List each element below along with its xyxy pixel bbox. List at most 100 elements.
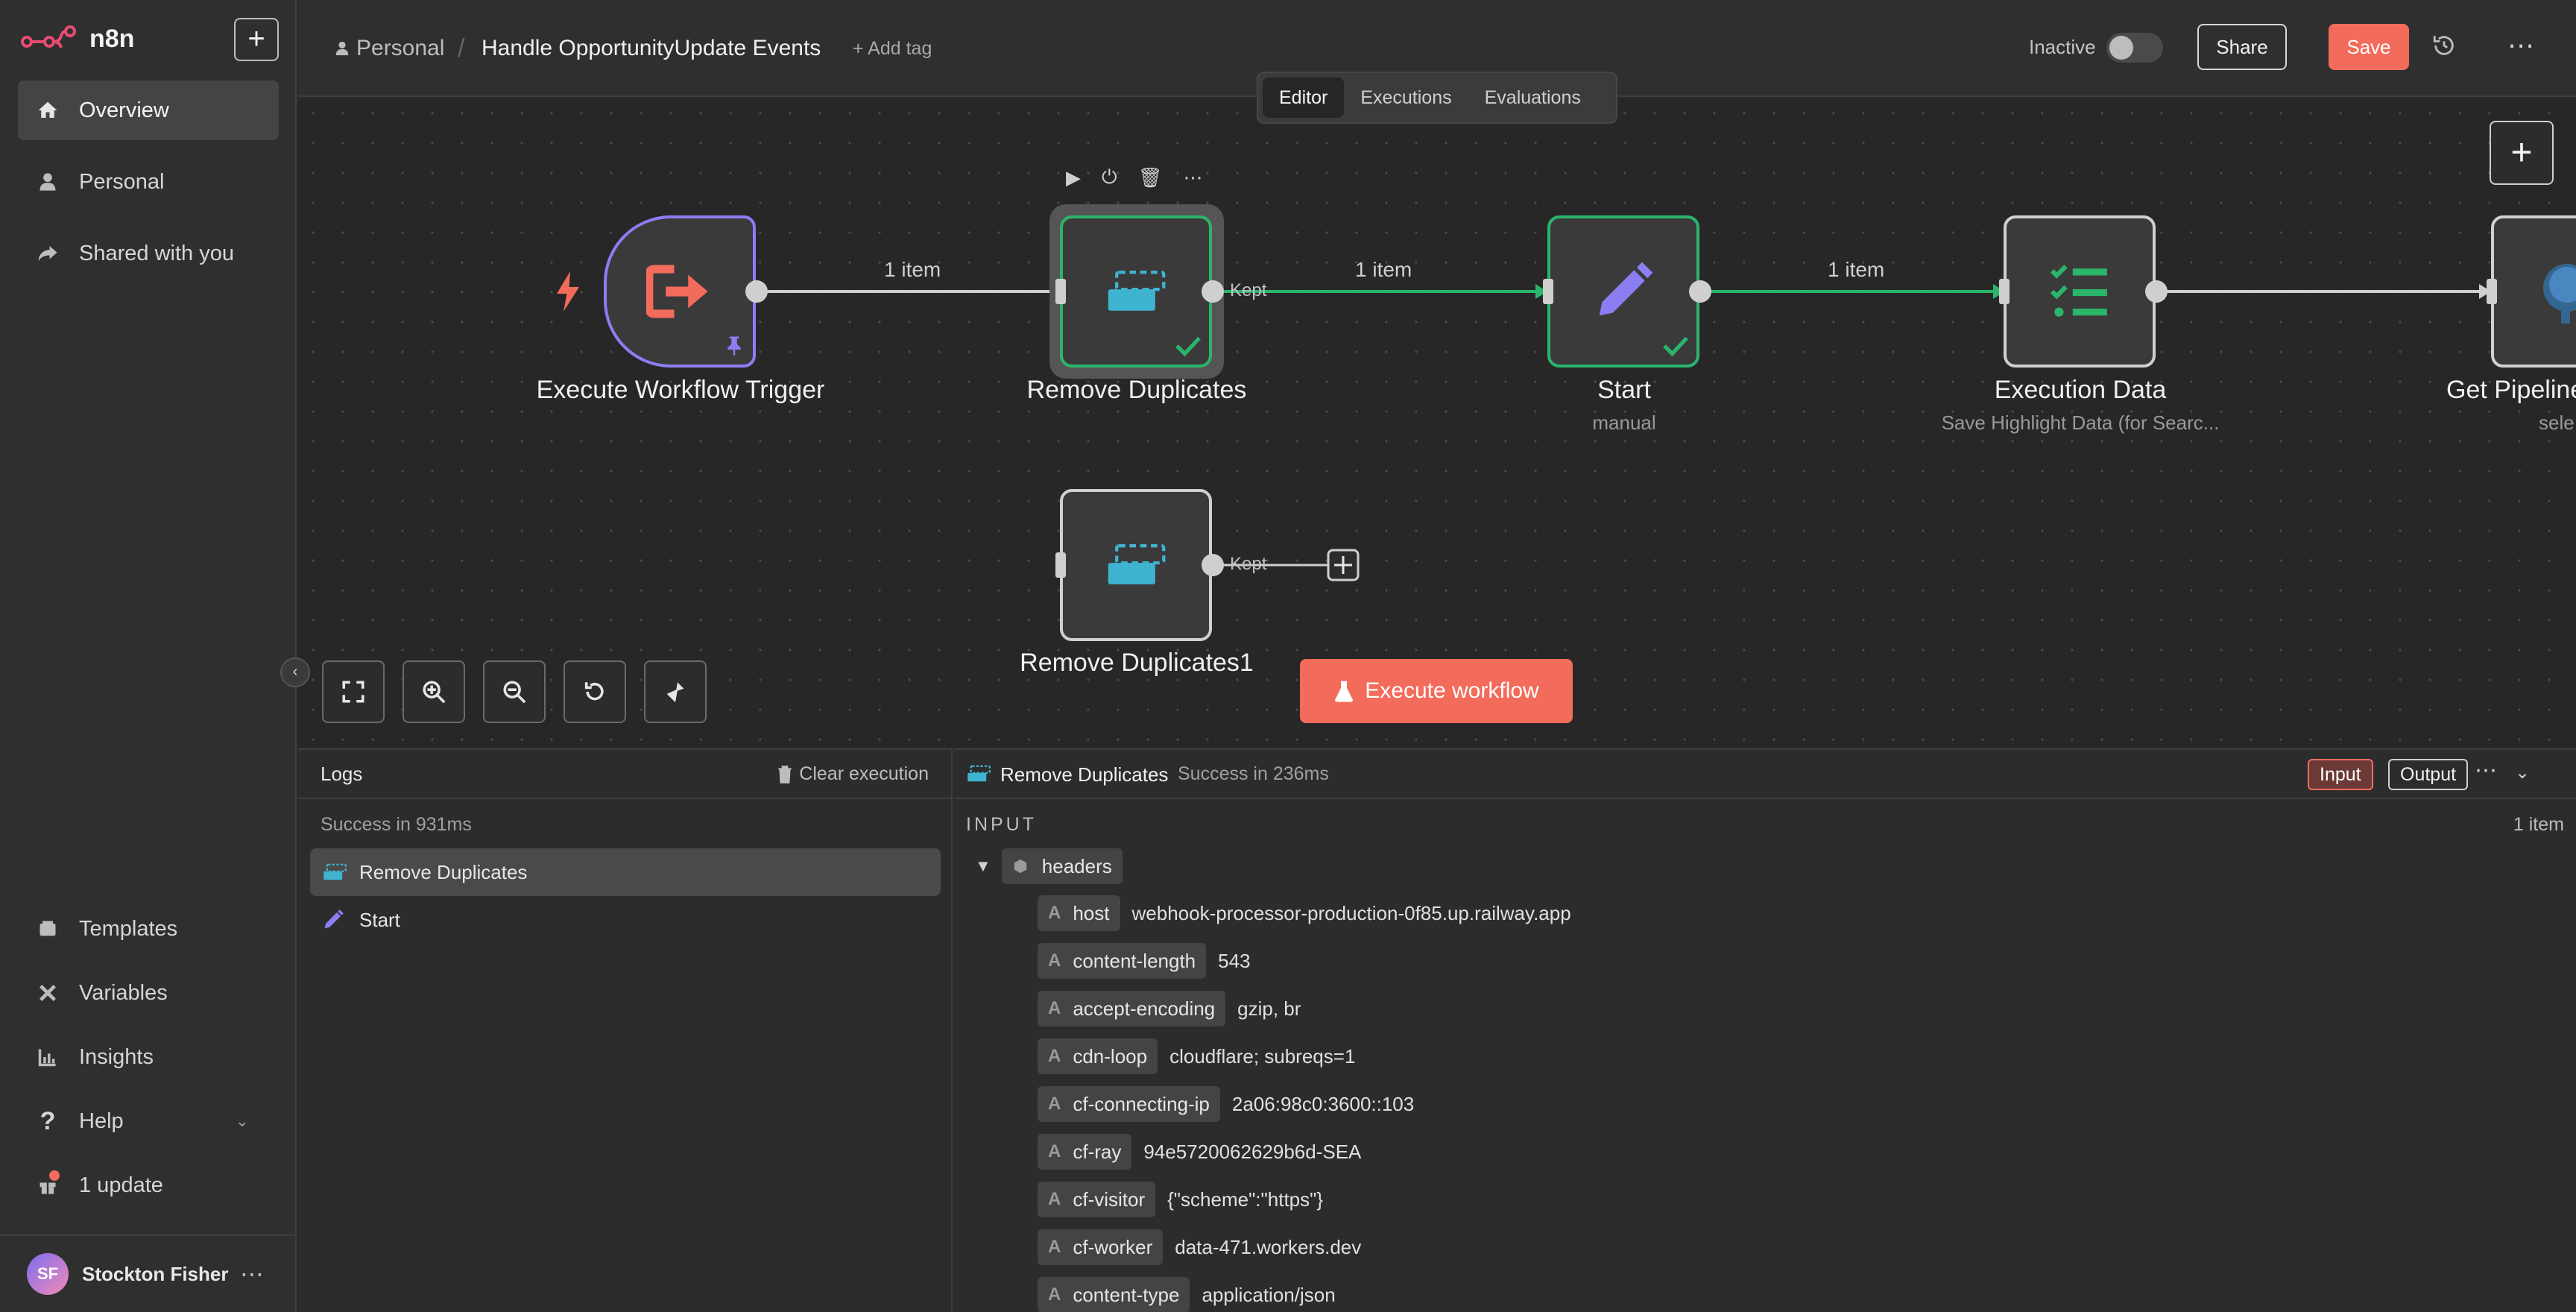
logs-header: Logs xyxy=(298,750,951,799)
sidebar-item-personal[interactable]: Personal xyxy=(18,152,279,212)
active-toggle[interactable] xyxy=(2106,33,2163,63)
node-label: Execution Data xyxy=(1994,376,2167,404)
output-port[interactable] xyxy=(2145,280,2168,303)
add-node-button[interactable]: + xyxy=(2490,121,2554,185)
field-value: 543 xyxy=(1218,949,1251,972)
clear-execution-button[interactable]: Clear execution xyxy=(777,763,929,785)
input-port[interactable] xyxy=(1543,279,1553,304)
input-port[interactable] xyxy=(1055,279,1066,304)
toggle-knob xyxy=(2109,36,2133,60)
dedupe-icon xyxy=(1108,271,1166,311)
workflow-title[interactable]: Handle OpportunityUpdate Events xyxy=(482,36,821,60)
chevron-down-icon[interactable]: ▼ xyxy=(975,857,991,875)
detail-header: Remove Duplicates Success in 236ms Input… xyxy=(954,750,2576,799)
history-icon[interactable] xyxy=(2431,33,2457,58)
node-subtitle: manual xyxy=(1592,411,1656,434)
tidy-up-button[interactable] xyxy=(644,660,707,723)
input-port[interactable] xyxy=(1999,279,2010,304)
flask-icon xyxy=(1335,681,1354,702)
fit-view-button[interactable] xyxy=(322,660,385,723)
add-tag-button[interactable]: + Add tag xyxy=(853,37,932,59)
node-remove-duplicates[interactable] xyxy=(1060,215,1212,368)
variables-icon xyxy=(34,980,61,1006)
sidebar-item-overview[interactable]: Overview xyxy=(18,81,279,140)
tab-evaluations[interactable]: Evaluations xyxy=(1484,87,1581,108)
string-type-icon: A xyxy=(1048,1141,1061,1161)
node-remove-duplicates1[interactable] xyxy=(1060,489,1212,641)
input-port[interactable] xyxy=(1055,552,1066,578)
node-label: Get Pipeline xyxy=(2446,376,2576,404)
tab-editor[interactable]: Editor xyxy=(1263,78,1345,118)
field-key: host xyxy=(1073,901,1110,924)
share-button[interactable]: Share xyxy=(2197,24,2287,70)
sidebar-item-help[interactable]: ? Help ⌄ xyxy=(18,1091,279,1151)
zoom-out-button[interactable] xyxy=(483,660,546,723)
breadcrumb-separator: / xyxy=(458,34,465,63)
workflow-canvas[interactable]: + Execute Workflow Trigger 1 item ▶ ⏻ 🗑 … xyxy=(298,98,2576,747)
trash-icon[interactable]: 🗑 xyxy=(1137,165,1163,189)
reset-zoom-button[interactable] xyxy=(564,660,626,723)
node-detail-panel: Remove Duplicates Success in 236ms Input… xyxy=(954,748,2576,1312)
create-new-button[interactable]: + xyxy=(234,18,279,61)
sidebar-item-update[interactable]: 1 update xyxy=(18,1155,279,1215)
dedupe-icon xyxy=(322,863,349,881)
trash-icon xyxy=(778,765,792,783)
sidebar-item-variables[interactable]: Variables xyxy=(18,963,279,1023)
user-icon xyxy=(34,168,61,195)
input-port[interactable] xyxy=(2487,279,2497,304)
output-port[interactable] xyxy=(745,280,768,303)
output-toggle-button[interactable]: Output xyxy=(2388,759,2469,790)
n8n-logo[interactable]: n8n xyxy=(21,21,134,57)
play-icon[interactable]: ▶ xyxy=(1066,165,1081,189)
sidebar-item-shared[interactable]: Shared with you xyxy=(18,224,279,283)
tab-executions[interactable]: Executions xyxy=(1360,87,1452,108)
breadcrumb-project[interactable]: Personal xyxy=(334,33,444,64)
more-icon[interactable]: ⋯ xyxy=(2475,758,2497,783)
header: Personal / Handle OpportunityUpdate Even… xyxy=(298,0,2576,97)
user-icon xyxy=(335,41,349,56)
sidebar-item-templates[interactable]: Templates xyxy=(18,899,279,959)
zoom-in-button[interactable] xyxy=(402,660,465,723)
node-execution-data[interactable] xyxy=(2004,215,2156,368)
output-port[interactable] xyxy=(1202,554,1224,576)
chevron-down-icon[interactable]: ⌄ xyxy=(2515,763,2531,783)
home-icon xyxy=(34,97,61,124)
execute-workflow-button[interactable]: Execute workflow xyxy=(1300,659,1573,723)
sidebar-item-insights[interactable]: Insights xyxy=(18,1027,279,1087)
more-icon[interactable]: ⋯ xyxy=(1183,165,1203,189)
string-type-icon: A xyxy=(1048,1284,1061,1305)
node-start[interactable] xyxy=(1547,215,1699,368)
node-label: Start xyxy=(1597,376,1651,404)
collapse-sidebar-button[interactable]: ‹ xyxy=(280,657,310,687)
node-execute-workflow-trigger[interactable] xyxy=(604,215,756,368)
tree-node-headers[interactable]: ▼ headers xyxy=(975,848,1123,884)
log-entry-remove-duplicates[interactable]: Remove Duplicates xyxy=(310,848,941,896)
more-options-icon[interactable]: ⋯ xyxy=(2507,30,2536,60)
user-menu-row[interactable]: SF Stockton Fisher ⋯ xyxy=(0,1234,297,1312)
string-type-icon: A xyxy=(1048,1094,1061,1114)
more-icon[interactable]: ⋯ xyxy=(240,1261,265,1287)
output-port[interactable] xyxy=(1689,280,1711,303)
field-value: 2a06:98c0:3600::103 xyxy=(1231,1092,1415,1115)
log-entry-start[interactable]: Start xyxy=(310,896,941,944)
help-icon: ? xyxy=(40,1106,56,1135)
power-icon[interactable]: ⏻ xyxy=(1102,165,1117,188)
sidebar-item-label: Variables xyxy=(79,980,168,1005)
node-get-pipeline[interactable] xyxy=(2491,215,2576,368)
input-toggle-button[interactable]: Input xyxy=(2308,759,2373,790)
output-port[interactable] xyxy=(1202,280,1224,303)
save-button[interactable]: Save xyxy=(2329,24,2409,70)
dedupe-icon xyxy=(967,765,991,782)
